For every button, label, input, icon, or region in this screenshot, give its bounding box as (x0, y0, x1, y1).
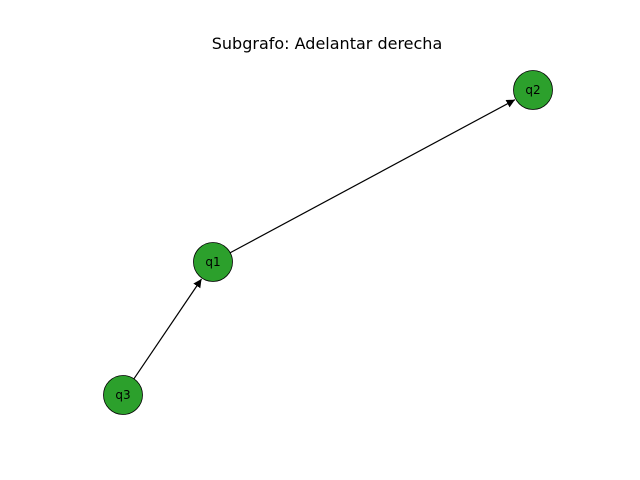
node-q2: q2 (513, 70, 553, 110)
edge-q3-to-q1 (133, 278, 203, 380)
node-circle (513, 70, 553, 110)
node-label: q2 (525, 83, 540, 97)
nodes-layer: q1 q2 q3 (103, 70, 553, 415)
edge-q1-to-q2 (229, 99, 516, 254)
node-q3: q3 (103, 375, 143, 415)
node-q1: q1 (193, 242, 233, 282)
graph-title: Subgrafo: Adelantar derecha (212, 34, 443, 53)
node-circle (193, 242, 233, 282)
node-circle (103, 375, 143, 415)
node-label: q1 (205, 255, 220, 269)
edges-layer (133, 99, 516, 380)
node-label: q3 (115, 388, 130, 402)
